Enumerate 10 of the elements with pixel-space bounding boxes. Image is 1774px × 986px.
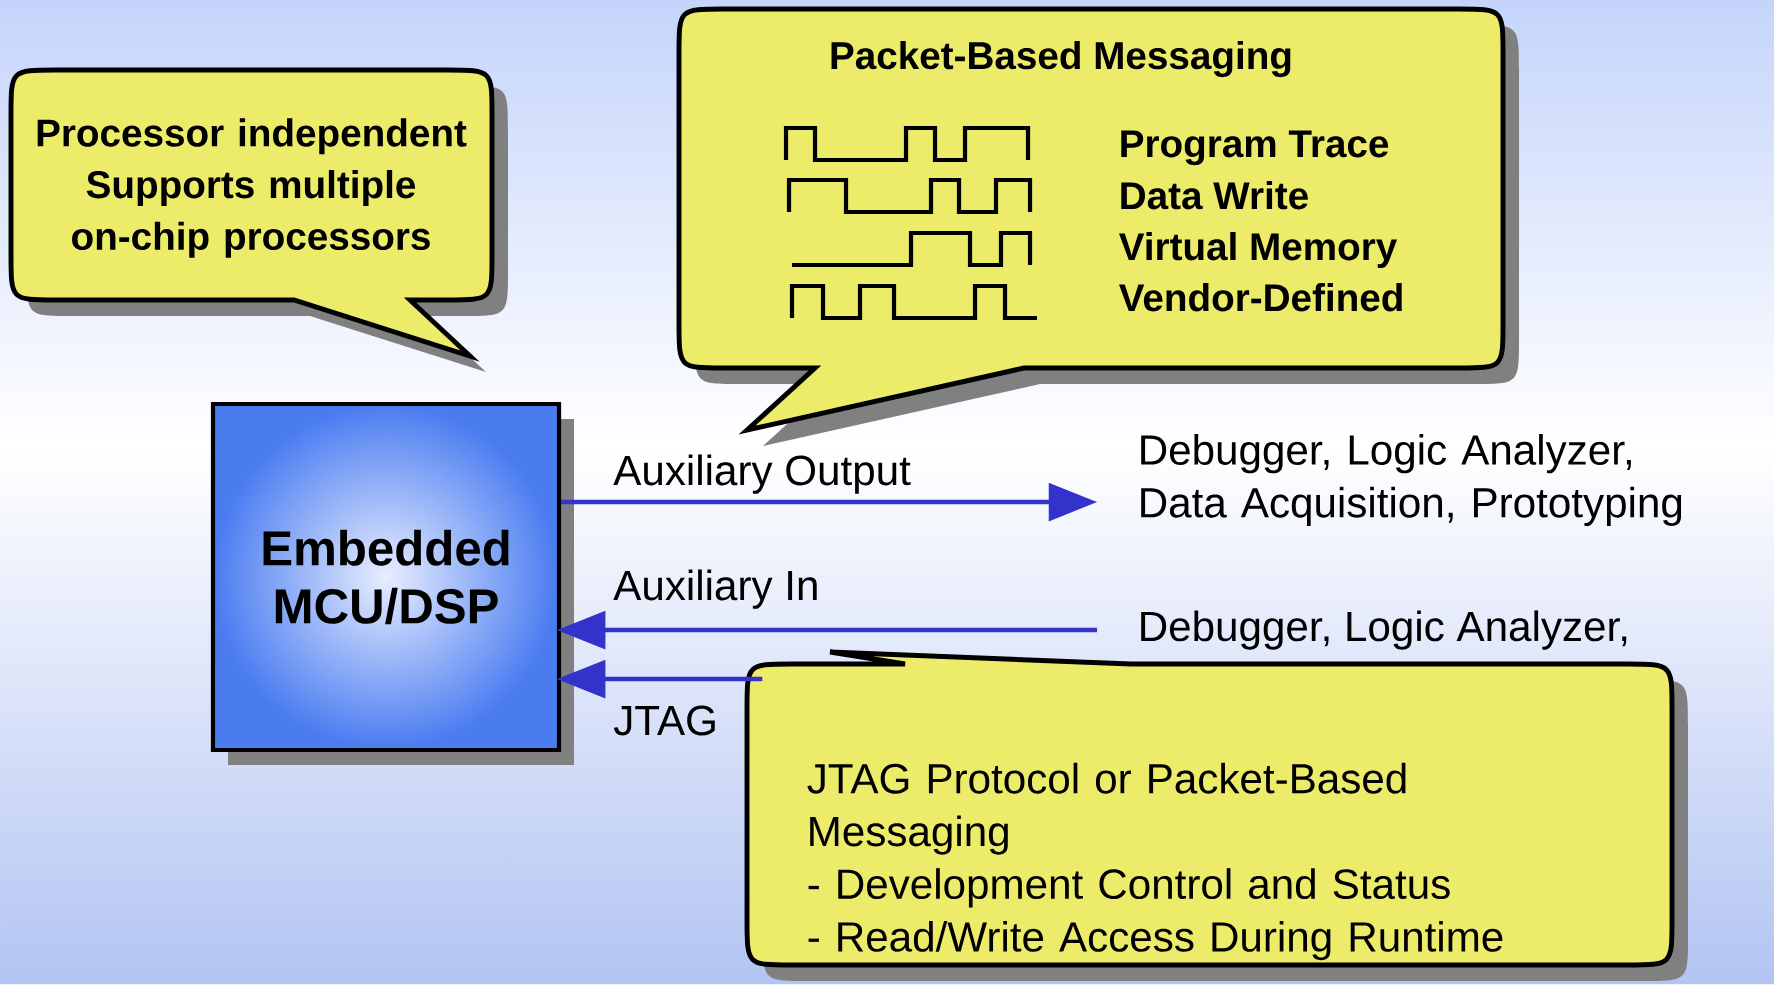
arrow — [558, 482, 1094, 521]
speech-bubble: Processor independent Supports multiple on-chip processors — [8, 67, 508, 372]
edge-label: Auxiliary In — [613, 569, 817, 609]
arrow — [560, 660, 765, 699]
processor-block: Embedded MCU/DSP — [210, 401, 574, 765]
edge-label: Auxiliary Output — [613, 454, 911, 494]
device-list: Debugger, Logic Analyzer, — [1141, 610, 1627, 650]
arrow — [560, 611, 1100, 650]
edge-label: JTAG — [613, 705, 715, 736]
speech-bubble: JTAG Protocol or Packet-Based Messaging - Development Control and Status - Read/Write Access During Runtime — [744, 649, 1688, 981]
